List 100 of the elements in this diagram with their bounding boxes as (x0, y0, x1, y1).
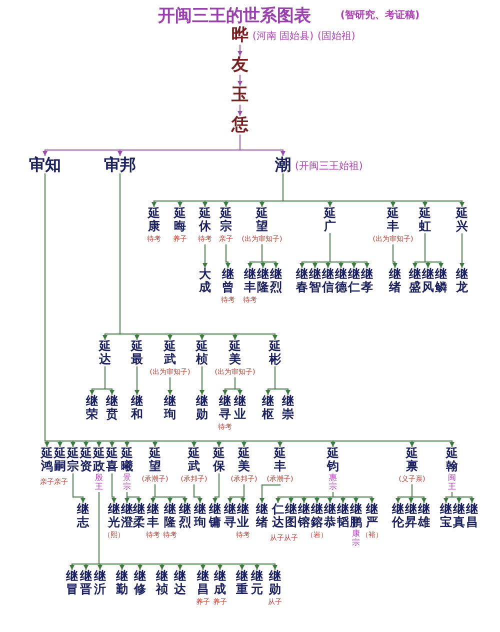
person-name: 继枢 (262, 395, 274, 422)
person-name: 延达 (99, 340, 111, 366)
person-name: 继志 (77, 503, 89, 530)
person-name: 延保 (213, 447, 225, 474)
person-name: 延美 (238, 447, 250, 474)
person-name: 继昌 (197, 570, 209, 596)
person-name: 继荣 (86, 395, 98, 422)
tree-arrow (72, 472, 86, 504)
person-name: 继鎔 (311, 503, 323, 530)
note-text: (固始祖) (317, 30, 356, 43)
person-name: 继严 (366, 503, 378, 530)
person-name: 继寻 (224, 503, 236, 530)
person-name: 延宗 (67, 447, 79, 474)
tree-arrow (154, 484, 188, 504)
tree-arrow (168, 376, 172, 396)
person-name: 继真 (453, 503, 465, 530)
person-name: 友 (232, 56, 248, 75)
tree-arrow (260, 484, 280, 504)
person-name: 延嗣 (54, 447, 66, 474)
note-text: 康宗 (352, 530, 360, 548)
person-name: 继韬 (337, 503, 349, 530)
note-text: 景宗 (123, 474, 131, 492)
person-name: 继丰 (147, 503, 159, 530)
person-name: 继珣 (194, 503, 206, 530)
person-name: 继寻 (219, 395, 231, 422)
person-name: 继恭 (324, 503, 336, 530)
tree-arrow (126, 491, 142, 504)
tree-arrow (392, 244, 398, 268)
person-name: 继春 (296, 268, 308, 294)
person-name: 延广 (324, 207, 336, 234)
person-name: 继镕 (298, 503, 310, 530)
person-name: 继达 (174, 570, 186, 596)
person-name: 继丰 (244, 268, 256, 294)
person-name: 延望 (149, 447, 161, 474)
person-name: 继信 (322, 268, 334, 294)
person-name: 继宝 (440, 503, 452, 530)
person-name: 继伦 (392, 503, 404, 530)
person-name: 继勤 (116, 570, 128, 596)
tree-arrow (226, 244, 230, 268)
person-name: 延资 (80, 447, 92, 474)
person-name: 继烈 (179, 503, 191, 530)
person-name: 延美 (229, 340, 241, 366)
person-name: 继晋 (80, 570, 92, 596)
person-name: 继曾 (222, 268, 234, 294)
tree-arrow (274, 366, 290, 396)
person-name: 继珣 (164, 395, 176, 422)
person-name: 继业 (234, 395, 246, 422)
person-name: 延兴 (456, 207, 468, 234)
tree-arrow (424, 232, 444, 268)
person-name: 继成 (214, 570, 226, 596)
person-name: 延政 (93, 447, 105, 474)
person-name: 继隆 (257, 268, 269, 294)
tree-arrow (104, 366, 114, 396)
person-name: 延彬 (269, 340, 281, 366)
diagram-title: 开闽三王的世系图表 (158, 5, 311, 26)
person-name: 延宗 (220, 207, 232, 234)
person-name: 继崇 (282, 395, 294, 422)
person-name: 继绪 (389, 268, 401, 294)
tree-arrow (112, 472, 116, 504)
person-name: 继勋 (269, 570, 281, 596)
person-name: 继龙 (456, 268, 468, 294)
person-name: 延禀 (406, 447, 418, 474)
person-name: 延休 (199, 207, 211, 234)
person-name: 延虹 (419, 207, 431, 234)
tree-arrow (134, 366, 140, 396)
person-name: 延丰 (387, 207, 399, 234)
tree-arrow (262, 244, 278, 268)
person-name: 继沂 (94, 570, 106, 596)
tree-arrow (234, 376, 242, 396)
person-name: 继光 (108, 503, 120, 530)
tree-arrow (212, 472, 220, 504)
person-name: 继元 (251, 570, 263, 596)
person-name: 延丰 (274, 447, 286, 474)
note-text: (智研究、考证稿) (340, 8, 420, 22)
person-name: 继柔 (133, 503, 145, 530)
tree-arrow (202, 244, 208, 268)
tree-arrow (120, 173, 278, 340)
person-name: 继修 (134, 570, 146, 596)
person-name: 继隆 (164, 503, 176, 530)
tree-arrow (240, 134, 286, 156)
person-name: 继仁 (348, 268, 360, 294)
person-name: 大成 (199, 268, 211, 294)
person-name: 继盛 (409, 268, 421, 294)
person-name: 继镛 (209, 503, 221, 530)
tree-arrow (240, 484, 246, 504)
person-name: 审邦 (104, 156, 136, 174)
person-name: 延钧 (327, 447, 339, 474)
tree-arrow (460, 232, 464, 268)
person-name: 延武 (164, 340, 176, 366)
person-name: 继昌 (466, 503, 478, 530)
person-name: 延鸿 (41, 447, 53, 474)
note-text: 殷王 (95, 474, 103, 492)
person-name: 继祯 (156, 570, 168, 596)
person-name: 继风 (422, 268, 434, 294)
person-name: 玉 (232, 86, 248, 105)
person-name: 继孝 (361, 268, 373, 294)
person-name: 晔 (232, 26, 248, 45)
person-name: 继昇 (405, 503, 417, 530)
person-name: 延康 (148, 207, 160, 234)
person-name: 仁达 (272, 503, 284, 530)
